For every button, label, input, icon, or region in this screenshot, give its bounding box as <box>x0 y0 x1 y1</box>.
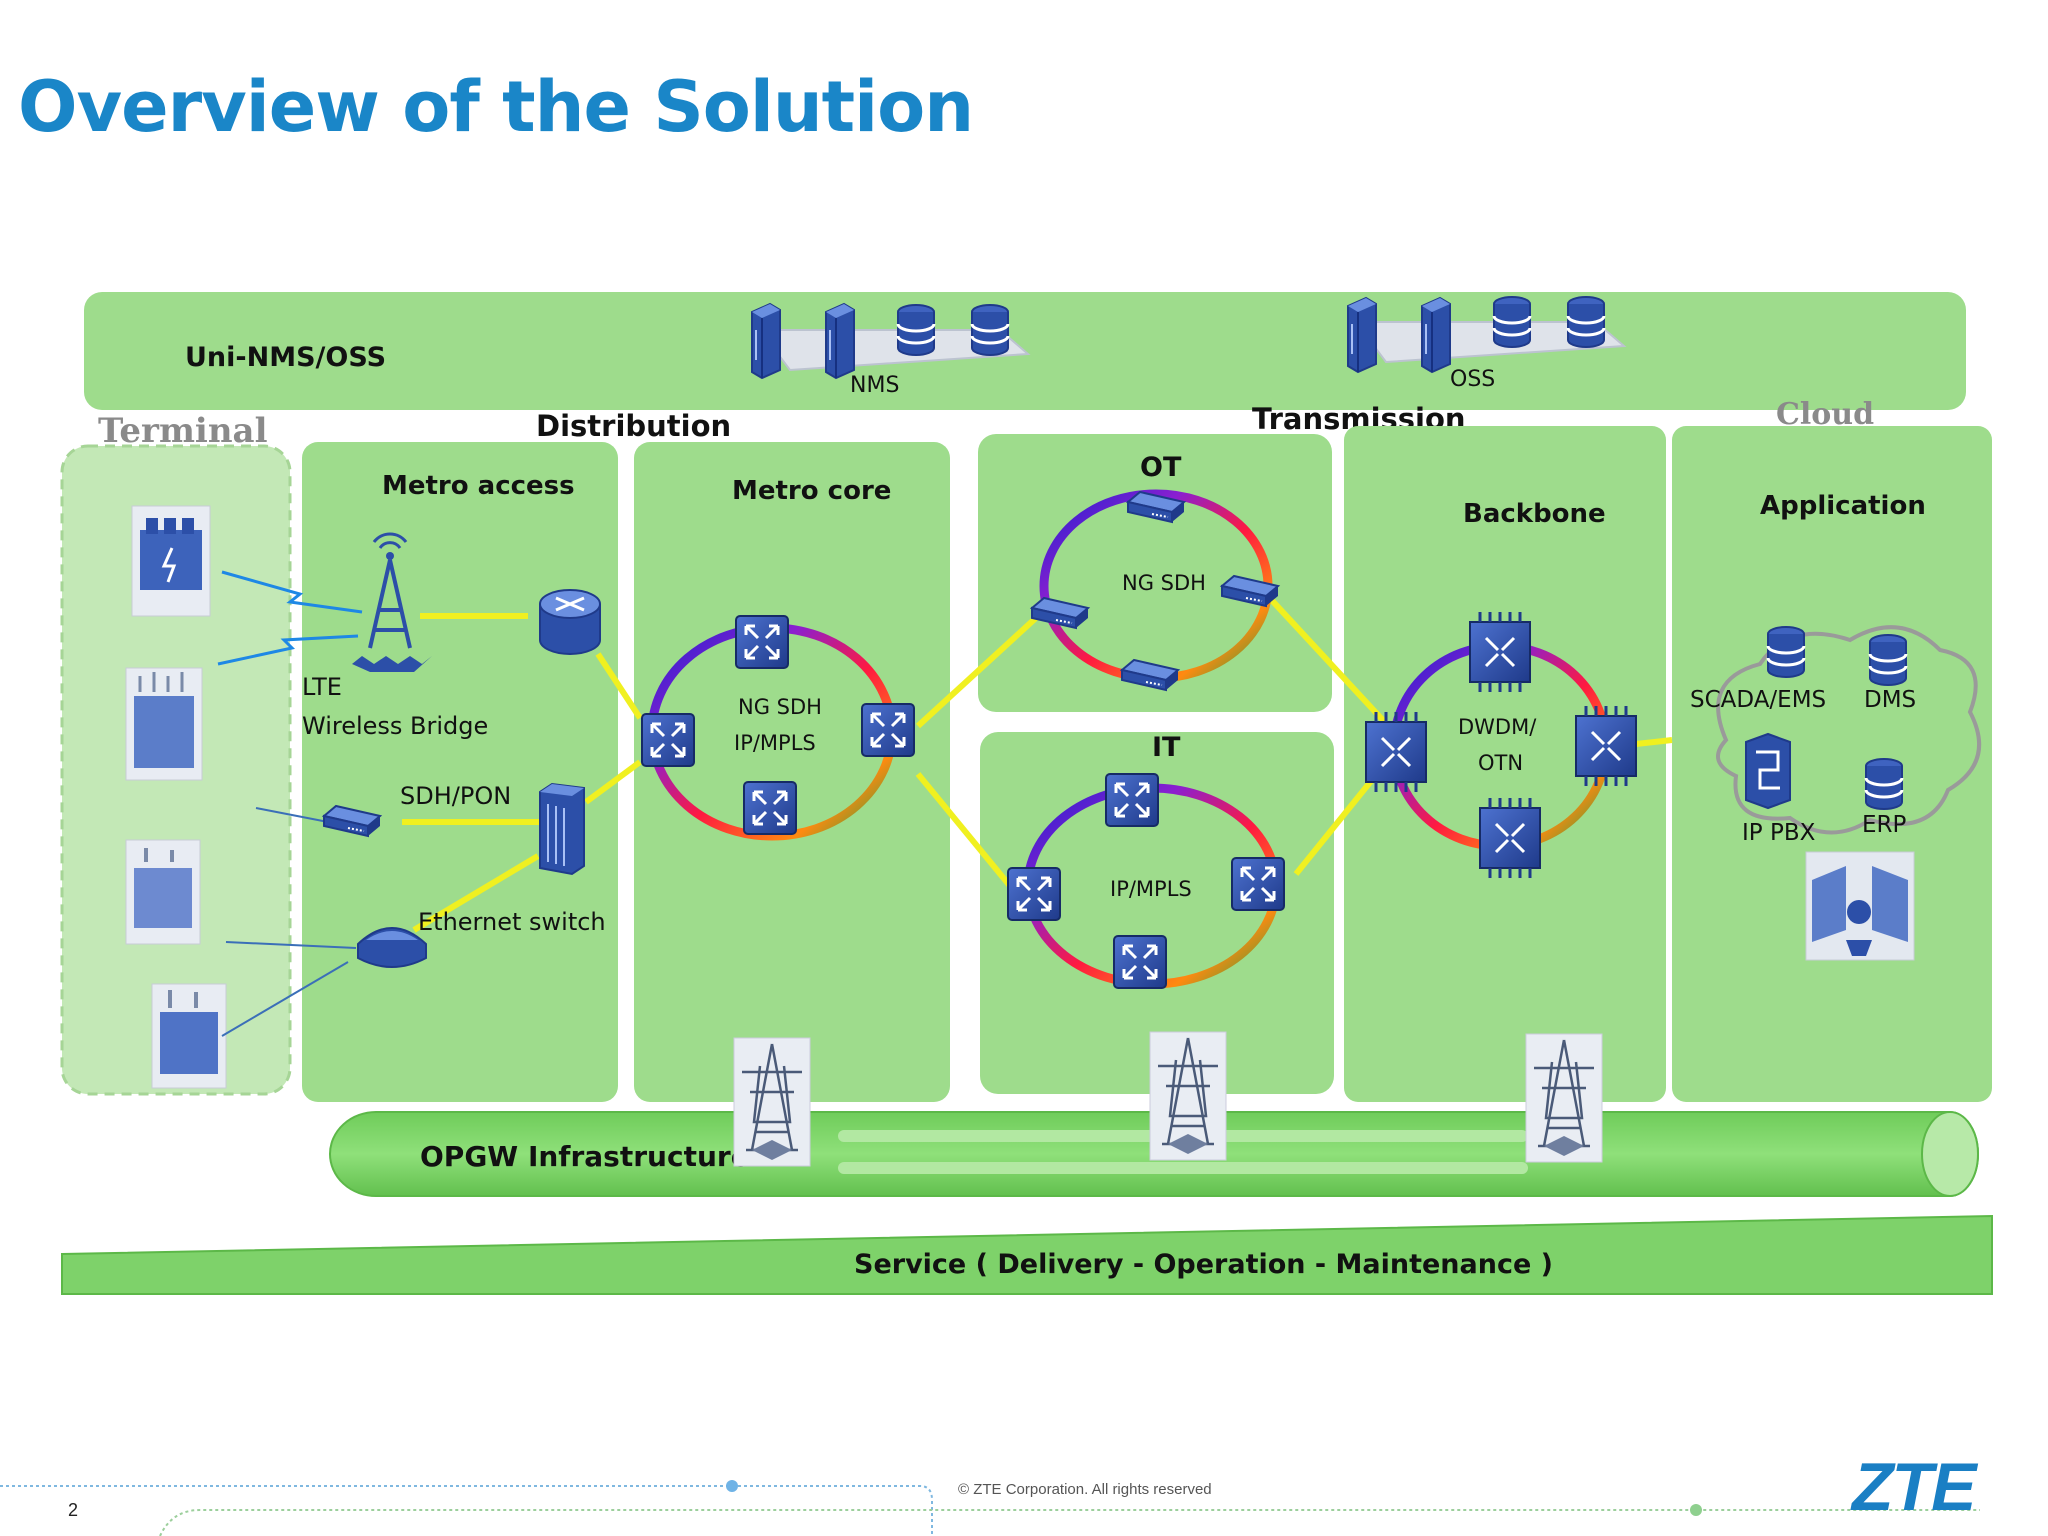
oss-label: OSS <box>1450 367 1495 392</box>
it-ring-router-icon <box>1230 856 1286 912</box>
metro-access-title: Metro access <box>382 471 575 501</box>
metro-access-panel <box>302 442 618 1102</box>
dms-db-icon <box>1868 633 1908 687</box>
backbone-dwdm-node-icon <box>1468 610 1532 694</box>
metro-core-router-icon <box>860 702 916 758</box>
dms-label: DMS <box>1864 687 1916 713</box>
lte-tower-icon <box>352 532 432 672</box>
ot-ring-label: NG SDH <box>1122 571 1206 595</box>
metro-core-router-icon <box>640 712 696 768</box>
wireless-links <box>217 570 363 1037</box>
ot-title: OT <box>1140 452 1182 483</box>
ip-pbx-label: IP PBX <box>1742 820 1816 846</box>
erp-label: ERP <box>1862 812 1907 838</box>
service-bar <box>61 1214 1993 1295</box>
metro-core-router-icon <box>734 614 790 670</box>
metro-core-panel <box>634 442 950 1102</box>
transmission-tower-icon <box>732 1036 812 1168</box>
metro-core-ring-label-2: IP/MPLS <box>734 731 816 755</box>
nms-label: NMS <box>850 373 899 398</box>
backbone-dwdm-node-icon <box>1574 704 1638 788</box>
access-router-icon <box>539 589 601 655</box>
switch-rack-icon <box>539 782 585 876</box>
it-ring-router-icon <box>1112 934 1168 990</box>
ip-pbx-phone-icon <box>1745 732 1791 810</box>
opgw-label: OPGW Infrastructure <box>420 1140 750 1173</box>
metro-core-title: Metro core <box>732 476 891 506</box>
backbone-title: Backbone <box>1463 499 1606 529</box>
application-title: Application <box>1760 491 1926 521</box>
ethernet-switch-icon <box>357 927 427 968</box>
nms-server-cluster <box>751 303 1031 379</box>
backbone-ring-label: DWDM/ <box>1458 715 1537 739</box>
yellow-links <box>402 591 1673 933</box>
scada-ems-label: SCADA/EMS <box>1690 687 1826 713</box>
transmission-tower-icon <box>1148 1030 1228 1162</box>
scada-ems-db-icon <box>1766 625 1806 679</box>
copyright-notice: © ZTE Corporation. All rights reserved <box>958 1481 1212 1498</box>
ethernet-switch-label: Ethernet switch <box>418 908 606 936</box>
backbone-dwdm-node-icon <box>1478 796 1542 880</box>
uni-nms-oss-label: Uni-NMS/OSS <box>185 342 386 373</box>
data-center-icon <box>1805 851 1915 961</box>
metro-core-ring-label: NG SDH <box>738 695 822 719</box>
it-ring-router-icon <box>1006 866 1062 922</box>
it-title: IT <box>1152 732 1181 763</box>
zte-logo: ZTE <box>1852 1449 1976 1525</box>
lte-label: LTE <box>302 673 342 701</box>
backbone-dwdm-node-icon <box>1364 710 1428 794</box>
oss-server-cluster <box>1347 295 1627 373</box>
terminal-heading: Terminal <box>98 411 268 451</box>
footer-decoration <box>0 1480 1980 1536</box>
terminal-substation-icons <box>125 505 227 1089</box>
it-ring-router-icon <box>1104 772 1160 828</box>
transmission-tower-icon <box>1524 1032 1604 1164</box>
backbone-ring-label-2: OTN <box>1478 751 1523 775</box>
wireless-bridge-label: Wireless Bridge <box>302 712 488 740</box>
service-label: Service ( Delivery - Operation - Mainten… <box>854 1249 1553 1280</box>
page-title: Overview of the Solution <box>18 66 974 148</box>
backbone-panel <box>1344 426 1666 1102</box>
metro-core-router-icon <box>742 780 798 836</box>
erp-db-icon <box>1864 757 1904 811</box>
distribution-heading: Distribution <box>536 409 731 443</box>
page-number: 2 <box>68 1500 79 1520</box>
it-ring-label: IP/MPLS <box>1110 877 1192 901</box>
sdh-pon-label: SDH/PON <box>400 782 511 810</box>
